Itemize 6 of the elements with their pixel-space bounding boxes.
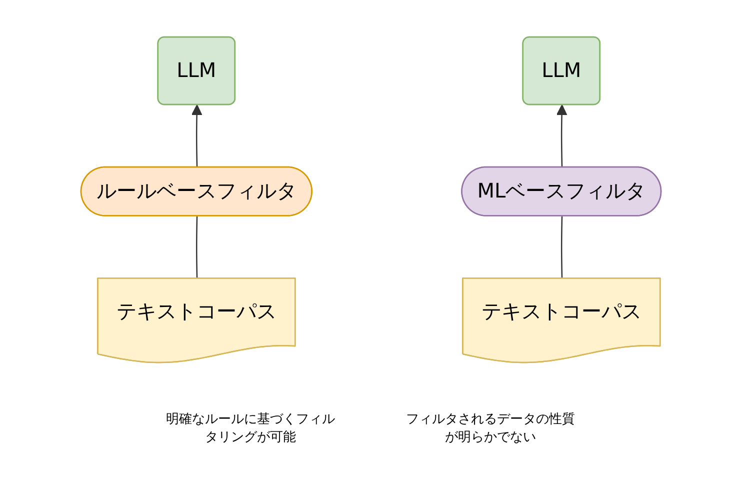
- connector: [560, 216, 562, 280]
- arrow: [190, 104, 202, 168]
- note-text: フィルタされるデータの性質が明らかでない: [405, 411, 576, 446]
- arrow: [556, 104, 567, 168]
- note-text: 明確なルールに基づくフィルタリングが可能: [165, 411, 336, 446]
- connector: [196, 216, 198, 280]
